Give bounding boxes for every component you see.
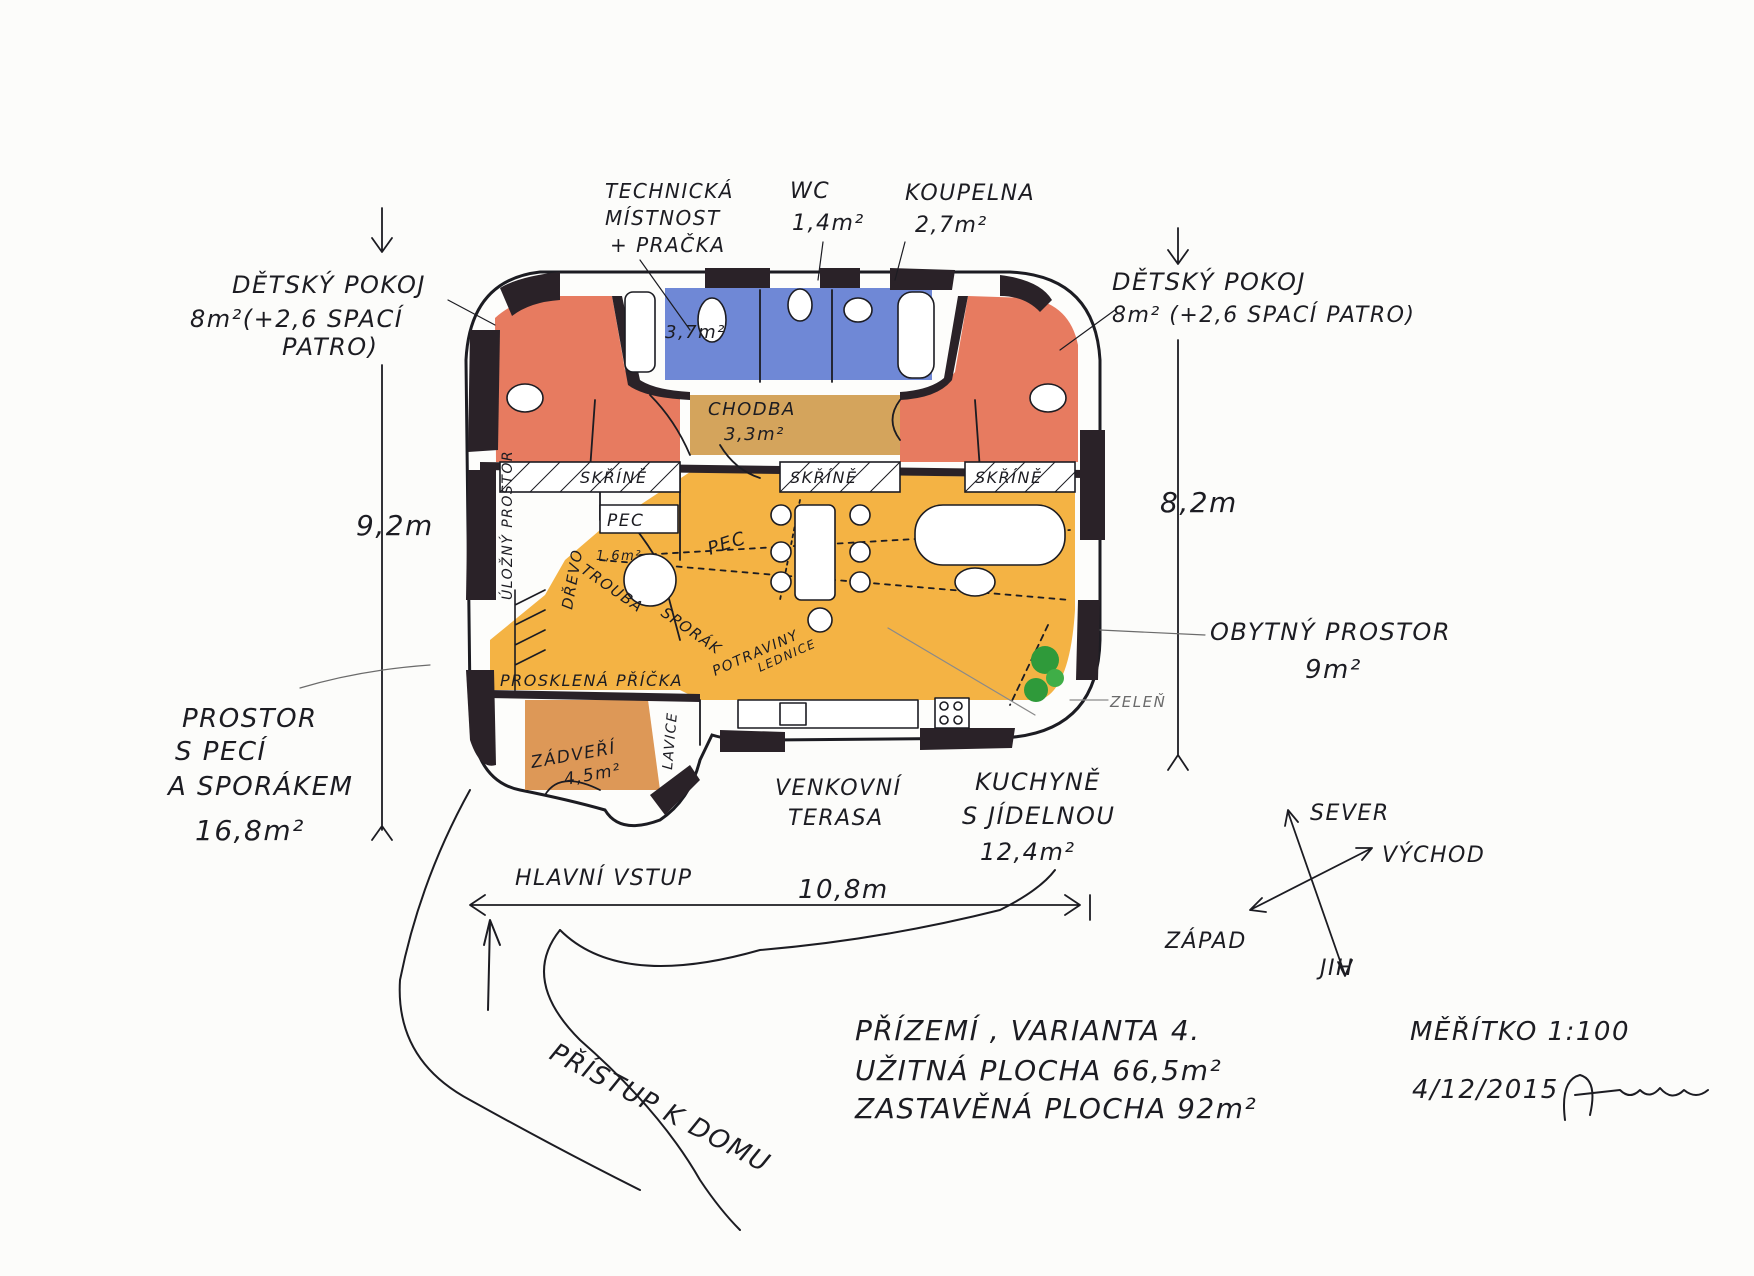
stove-space-line3: A SPORÁKEM — [166, 770, 353, 802]
cooktop-icon — [934, 697, 970, 729]
rear-entry-fill — [525, 700, 660, 790]
bed-pillow-right-icon — [1029, 383, 1067, 413]
compass-west: ZÁPAD — [1164, 928, 1247, 954]
bathtub-left-icon — [624, 291, 656, 373]
child-right-line2: 8m² (+2,6 SPACÍ PATRO) — [1112, 302, 1416, 328]
corridor-fill — [690, 395, 900, 455]
child-left-line3: PATRO) — [282, 333, 379, 361]
living-area: 9m² — [1305, 655, 1362, 685]
scale-label: MĚŘÍTKO 1:100 — [1410, 1015, 1630, 1047]
coffee-table — [954, 567, 996, 597]
oven-area-label: 1,6m² — [596, 549, 642, 564]
summary-block: PŘÍZEMÍ , VARIANTA 4. UŽITNÁ PLOCHA 66,5… — [854, 1013, 1709, 1125]
technical-line3: + PRAČKA — [610, 233, 726, 257]
toilet-icon — [787, 288, 813, 322]
wardrobe-mid: SKŘÍNĚ — [790, 468, 858, 487]
technical-area: 3,7m² — [665, 322, 726, 343]
bath-fixtures — [506, 288, 1067, 413]
summary-line3: ZASTAVĚNÁ PLOCHA 92m² — [854, 1091, 1257, 1125]
dim-width: 10,8m — [798, 875, 889, 905]
dim-left-height: 9,2m — [356, 509, 434, 542]
compass: SEVER VÝCHOD ZÁPAD JIH — [1164, 801, 1485, 981]
furniture — [514, 504, 1066, 729]
access-label: PŘÍSTUP K DOMU — [545, 1036, 776, 1179]
baking-oven-icon — [623, 553, 677, 607]
stove-space-line1: PROSTOR — [182, 704, 318, 734]
oven-box — [599, 504, 679, 534]
oven-top-label: PEC — [607, 511, 644, 531]
sink-icon — [843, 297, 873, 323]
signature — [1563, 1074, 1709, 1121]
bathroom-area: 2,7m² — [915, 213, 988, 238]
wardrobes — [499, 461, 1076, 493]
stove-space-area: 16,8m² — [195, 814, 305, 847]
washer-icon — [697, 297, 727, 343]
stove-space-line2: S PECÍ — [175, 735, 268, 767]
kitchen-area: 12,4m² — [980, 838, 1075, 866]
kitchen-line2: S JÍDELNOU — [962, 801, 1115, 830]
child-left-line2: 8m²(+2,6 SPACÍ — [190, 304, 405, 333]
greenery-label: ZELEŇ — [1109, 692, 1166, 711]
kitchen-counter — [737, 699, 919, 729]
dim-right-height: 8,2m — [1160, 486, 1238, 519]
child-left-name: DĚTSKÝ POKOJ — [232, 270, 426, 299]
wc-area: 1,4m² — [792, 211, 865, 236]
summary-line1: PŘÍZEMÍ , VARIANTA 4. — [855, 1013, 1201, 1047]
leader-lines — [299, 241, 1206, 716]
main-entrance-label: HLAVNÍ VSTUP — [515, 865, 693, 891]
child-room-left — [495, 296, 680, 462]
technical-line1: TECHNICKÁ — [605, 179, 734, 203]
bathroom-name: KOUPELNA — [905, 181, 1035, 206]
storage-label: ÚLOŽNÝ PROSTOR — [498, 450, 516, 600]
terrace-line2: TERASA — [788, 806, 884, 831]
date-label: 4/12/2015 — [1412, 1075, 1559, 1105]
bathtub-icon — [897, 291, 935, 379]
wc-name: WC — [790, 179, 830, 204]
bed-pillow-left-icon — [506, 383, 544, 413]
terrace-line1: VENKOVNÍ — [775, 775, 903, 801]
bench-label: LAVICE — [660, 711, 681, 770]
wardrobe-right: SKŘÍNĚ — [975, 468, 1043, 487]
dimensions: 9,2m 8,2m 10,8m — [356, 207, 1238, 921]
greenery-icon — [1024, 646, 1064, 702]
glass-partition-label: PROSKLENÁ PŘÍČKA — [500, 671, 683, 690]
compass-south: JIH — [1316, 956, 1354, 981]
summary-line2: UŽITNÁ PLOCHA 66,5m² — [855, 1053, 1222, 1087]
kitchen-line1: KUCHYNĚ — [975, 767, 1101, 796]
corridor-area: 3,3m² — [724, 424, 785, 445]
dining-table — [794, 504, 836, 601]
corridor-name: CHODBA — [708, 399, 796, 420]
sink-basin-icon — [779, 702, 807, 726]
wardrobe-left: SKŘÍNĚ — [580, 468, 648, 487]
technical-line2: MÍSTNOST — [605, 206, 721, 230]
child-right-name: DĚTSKÝ POKOJ — [1112, 267, 1306, 296]
living-name: OBYTNÝ PROSTOR — [1210, 617, 1451, 646]
compass-east: VÝCHOD — [1382, 842, 1485, 868]
child-room-right — [900, 296, 1078, 462]
sofa-icon — [914, 504, 1066, 566]
compass-north: SEVER — [1310, 801, 1390, 826]
access-path — [398, 789, 1056, 1231]
